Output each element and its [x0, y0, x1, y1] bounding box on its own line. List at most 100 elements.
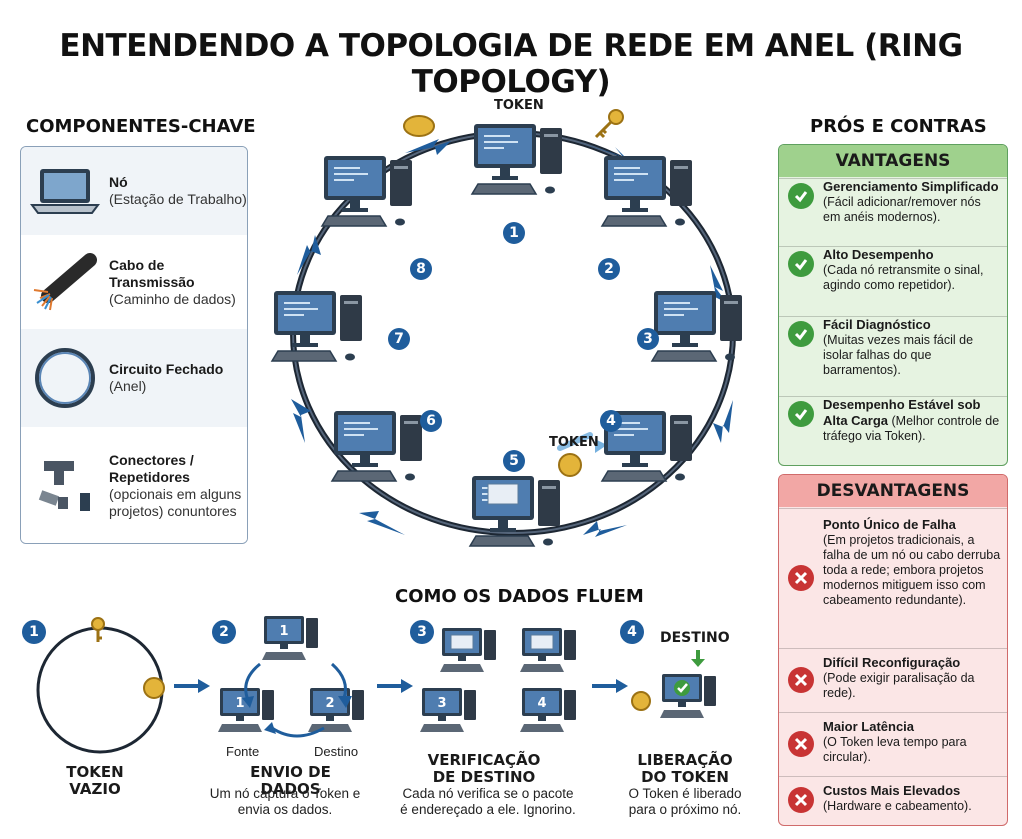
- laptop-icon: [21, 165, 109, 217]
- component-connector: Conectores / Repetidores(opcionais em al…: [21, 427, 247, 543]
- flow-arrow: [377, 679, 413, 693]
- check-icon: [788, 251, 814, 277]
- destination-heading: DESTINO: [660, 630, 730, 646]
- step-title-2: ENVIO DE DADOS: [250, 763, 331, 798]
- token-coin-moving-icon: [556, 452, 584, 483]
- pro-desc: (Fácil adicionar/remover nós em anéis mo…: [823, 195, 981, 224]
- mini-workstation: 1: [218, 684, 278, 741]
- workstation-node: [330, 405, 430, 492]
- x-icon: [788, 667, 814, 693]
- x-icon: [788, 565, 814, 591]
- step-title-4: LIBERAÇÃO DO TOKEN: [637, 751, 733, 786]
- node-badge-3: 3: [637, 328, 659, 350]
- send-cycle-arrows: [242, 662, 352, 738]
- token-label-top: TOKEN: [494, 98, 544, 113]
- node-badge-8: 8: [410, 258, 432, 280]
- component-name: Circuito Fechado: [109, 361, 224, 377]
- step-title-3: VERIFICAÇÃO DE DESTINO: [427, 751, 541, 786]
- pro-desc: (Cada nó retransmite o sinal, agindo com…: [823, 263, 984, 292]
- node-badge-4: 4: [600, 410, 622, 432]
- cable-icon: [21, 252, 109, 312]
- con-desc: (Hardware e cabeamento).: [823, 799, 972, 813]
- pro-title: Desempenho Estável sob Alta Carga: [823, 397, 981, 428]
- pro-item: Desempenho Estável sob Alta Carga (Melho…: [779, 396, 1007, 465]
- con-title: Ponto Único de Falha: [823, 517, 956, 532]
- con-desc: (O Token leva tempo para circular).: [823, 735, 967, 764]
- empty-token-ring: [36, 617, 165, 754]
- pro-desc: (Melhor controle de tráfego via Token).: [823, 414, 1000, 443]
- pro-title: Gerenciamento Simplificado: [823, 179, 999, 194]
- token-coin-icon: [630, 690, 652, 717]
- step-desc-2: Um nó captura o Token e envia os dados.: [209, 786, 361, 817]
- svg-text:1: 1: [279, 624, 288, 639]
- mini-workstation: 4: [520, 684, 580, 741]
- component-name: Conectores / Repetidores: [109, 452, 194, 485]
- x-icon: [788, 787, 814, 813]
- con-item: Custos Mais Elevados(Hardware e cabeamen…: [779, 776, 1007, 825]
- step-title-1: TOKEN VAZIO: [66, 763, 124, 798]
- token-label-bottom: TOKEN: [549, 435, 599, 450]
- node-badge-2: 2: [598, 258, 620, 280]
- mini-workstation: 3: [420, 684, 480, 741]
- svg-text:1: 1: [235, 696, 244, 711]
- node-badge-7: 7: [388, 328, 410, 350]
- component-name: Nó: [109, 174, 128, 190]
- check-icon: [788, 401, 814, 427]
- mini-workstation: [440, 624, 500, 681]
- workstation-node: [650, 285, 750, 372]
- component-desc: (Caminho de dados): [109, 290, 236, 307]
- node-badge-5: 5: [503, 450, 525, 472]
- svg-text:2: 2: [325, 696, 334, 711]
- con-item: Ponto Único de Falha(Em projetos tradici…: [779, 508, 1007, 648]
- ring-icon: [21, 343, 109, 413]
- component-cable: Cabo de Transmissão(Caminho de dados): [21, 235, 247, 329]
- step-badge-3: 3: [410, 620, 434, 644]
- con-title: Custos Mais Elevados: [823, 783, 961, 798]
- component-desc: (Estação de Trabalho): [109, 191, 247, 207]
- svg-text:3: 3: [437, 696, 446, 711]
- token-coin-icon: [402, 114, 436, 143]
- mini-workstation: 2: [308, 684, 368, 741]
- con-item: Maior Latência(O Token leva tempo para c…: [779, 712, 1007, 776]
- con-desc: (Pode exigir paralisação da rede).: [823, 671, 975, 700]
- workstation-node: [270, 285, 370, 372]
- cons-heading: DESVANTAGENS: [779, 475, 1007, 507]
- pros-panel: VANTAGENS Gerenciamento Simplificado(Fác…: [778, 144, 1008, 466]
- node-badge-6: 6: [420, 410, 442, 432]
- workstation-node: [320, 150, 420, 237]
- workstation-node: [470, 118, 570, 205]
- pro-item: Alto Desempenho(Cada nó retransmite o si…: [779, 246, 1007, 316]
- component-desc: (opcionais em alguns projetos) conuntore…: [109, 486, 242, 519]
- mini-workstation: [520, 624, 580, 681]
- arrow: [713, 400, 733, 443]
- destination-label: Destino: [314, 744, 359, 759]
- step-desc-4: O Token é liberado para o próximo nó.: [628, 786, 742, 817]
- step-badge-4: 4: [620, 620, 644, 644]
- token-motion-arrow: [595, 439, 607, 453]
- check-icon: [788, 183, 814, 209]
- component-desc: (Anel): [109, 378, 147, 394]
- component-node: Nó(Estação de Trabalho): [21, 147, 247, 235]
- pro-item: Fácil Diagnóstico(Muitas vezes mais fáci…: [779, 316, 1007, 396]
- step-desc-3: Cada nó verifica se o pacote é endereçad…: [400, 786, 576, 817]
- workstation-node: [600, 150, 700, 237]
- step-badge-1: 1: [22, 620, 46, 644]
- con-item: Difícil Reconfiguração(Pode exigir paral…: [779, 648, 1007, 712]
- flow-arrow: [174, 679, 210, 693]
- token-motion-trail: [557, 432, 593, 451]
- con-title: Difícil Reconfiguração: [823, 655, 961, 670]
- con-title: Maior Latência: [823, 719, 915, 734]
- flow-arrow: [592, 679, 628, 693]
- pro-desc: (Muitas vezes mais fácil de isolar falha…: [823, 333, 974, 377]
- key-icon: [91, 617, 105, 642]
- token-coin-icon: [143, 677, 165, 699]
- cons-panel: DESVANTAGENS Ponto Único de Falha(Em pro…: [778, 474, 1008, 826]
- arrow: [297, 235, 321, 275]
- arrow: [405, 139, 451, 155]
- key-icon: [590, 108, 626, 147]
- component-ring: Circuito Fechado(Anel): [21, 329, 247, 427]
- arrow: [291, 399, 311, 443]
- arrow: [583, 521, 627, 537]
- pro-title: Alto Desempenho: [823, 247, 934, 262]
- mini-workstation: 1: [262, 612, 322, 669]
